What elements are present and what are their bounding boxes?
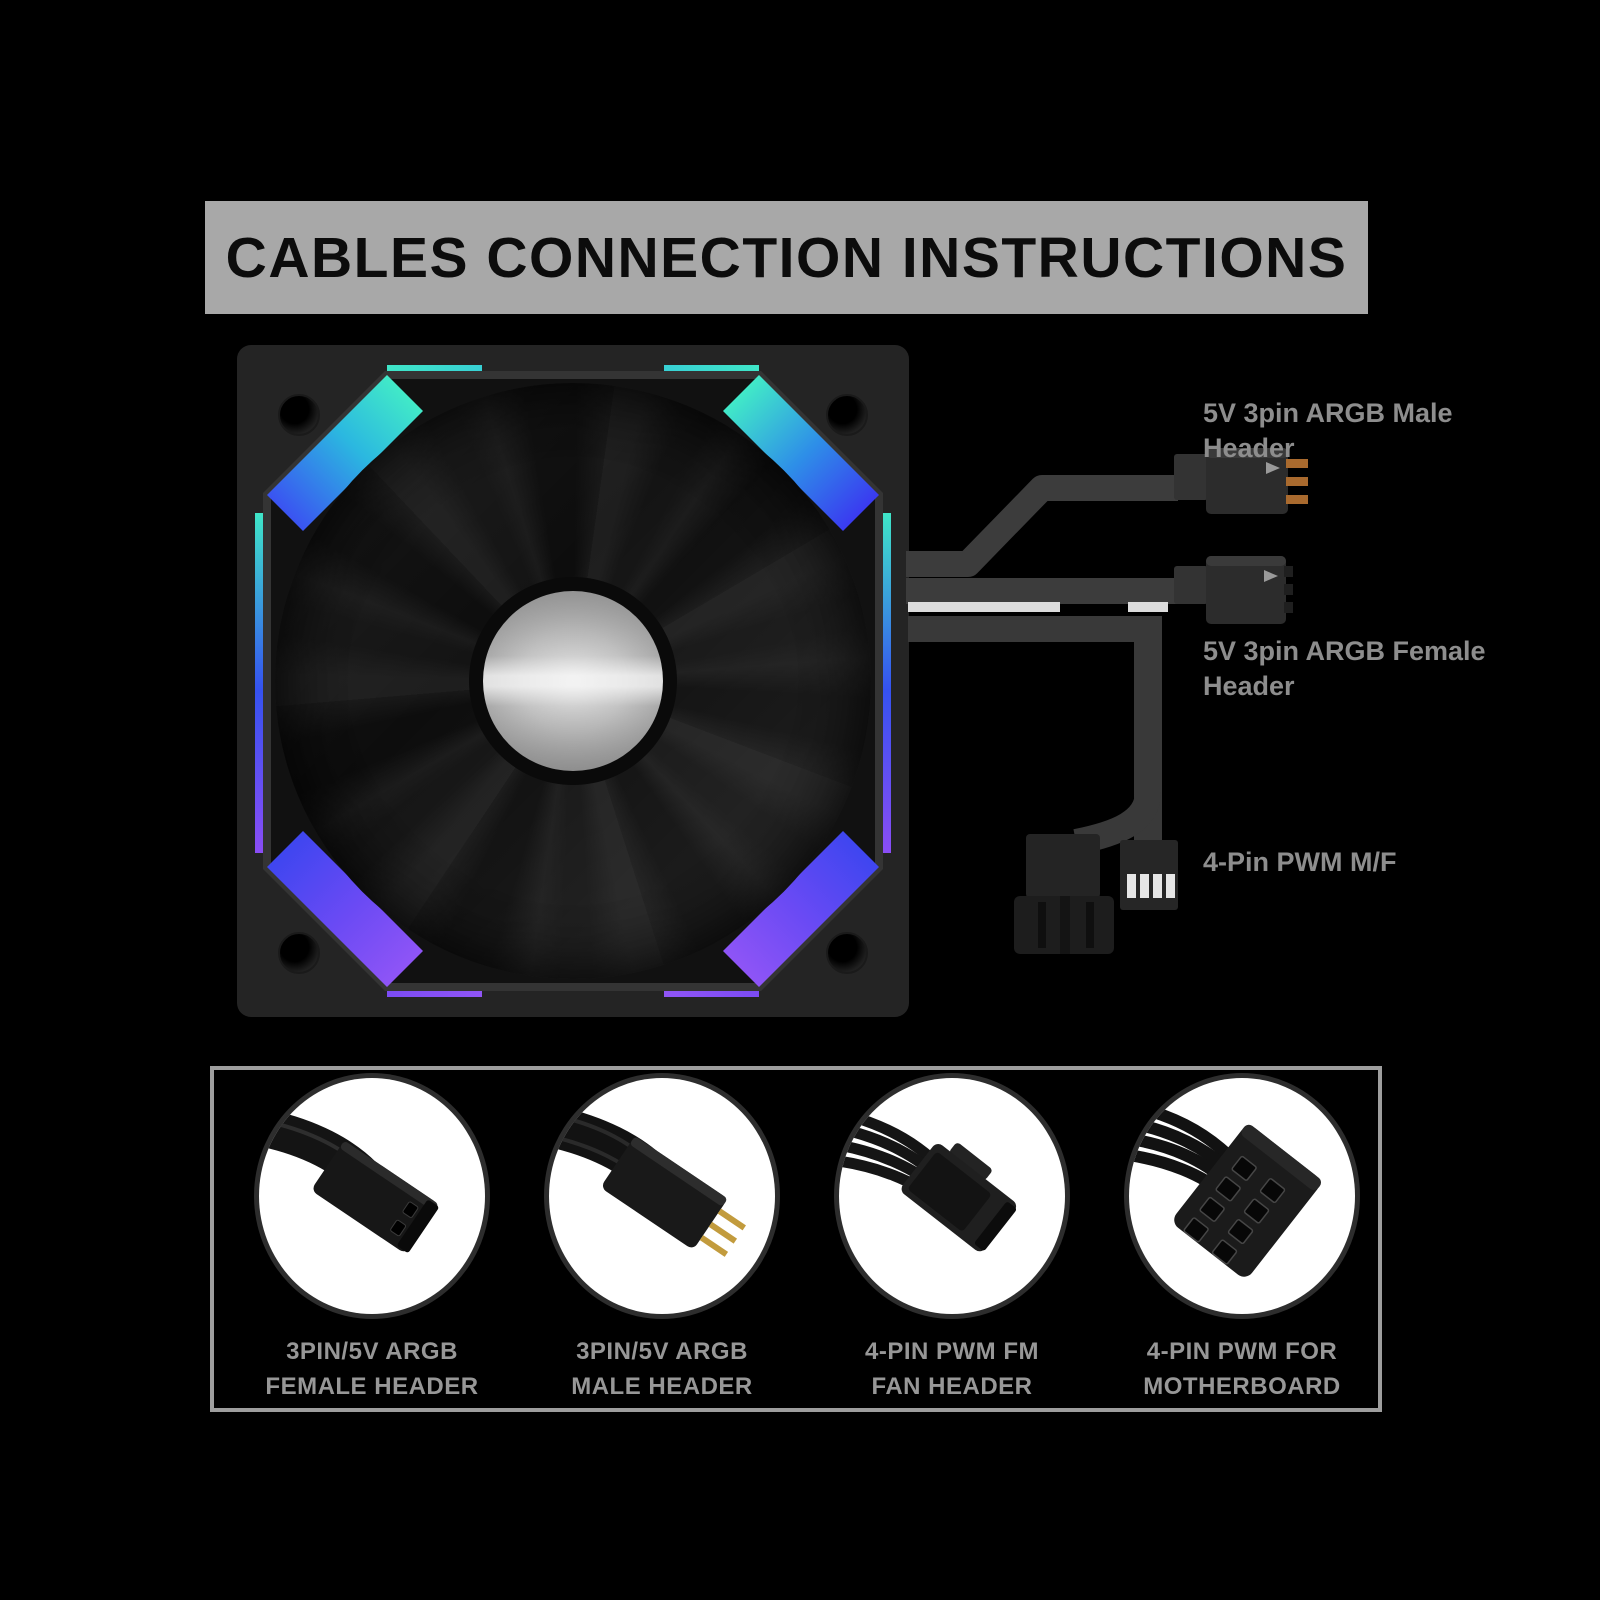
screw-hole-icon (278, 932, 320, 974)
legend-label-line: 4-PIN PWM FM (865, 1338, 1039, 1365)
fan-bottom-edge-rgb-strip (387, 991, 482, 997)
argb-male-connector-icon (549, 1105, 746, 1257)
label-line: 5V 3pin ARGB Male (1203, 398, 1453, 428)
page-title: CABLES CONNECTION INSTRUCTIONS (225, 225, 1348, 290)
argb-male-3pin-connector (1206, 448, 1308, 514)
legend-label-line: FEMALE HEADER (265, 1373, 479, 1400)
pwm-male-connector-icon (1129, 1100, 1321, 1277)
legend-label-pwm-male: 4-PIN PWM FOR MOTHERBOARD (1102, 1334, 1382, 1404)
screw-hole-icon (826, 394, 868, 436)
legend-label-argb-female: 3PIN/5V ARGB FEMALE HEADER (232, 1334, 512, 1404)
label-pwm-mf: 4-Pin PWM M/F (1203, 845, 1533, 880)
title-banner: CABLES CONNECTION INSTRUCTIONS (205, 201, 1368, 314)
label-argb-female-header: 5V 3pin ARGB Female Header (1203, 634, 1533, 704)
legend-label-line: 4-PIN PWM FOR (1146, 1338, 1338, 1365)
legend-label-argb-male: 3PIN/5V ARGB MALE HEADER (522, 1334, 802, 1404)
fan-hub (483, 591, 663, 771)
rgb-fan-image (237, 345, 909, 1017)
label-line: 5V 3pin ARGB Female (1203, 636, 1486, 666)
legend-label-line: 3PIN/5V ARGB (286, 1338, 458, 1365)
fan-top-edge-rgb-strip (387, 365, 482, 371)
argb-female-cable (906, 566, 1208, 612)
label-line: Header (1203, 433, 1295, 463)
legend-circle-argb-male (549, 1078, 775, 1314)
legend-circle-pwm-female (839, 1078, 1065, 1314)
fan-top-edge-rgb-strip (664, 365, 759, 371)
fan-right-edge-rgb-strip (883, 513, 891, 853)
pwm-cable (908, 616, 1162, 855)
argb-male-cable (906, 454, 1208, 577)
fan-left-edge-rgb-strip (255, 513, 263, 853)
legend-label-line: MALE HEADER (571, 1373, 753, 1400)
label-argb-male-header: 5V 3pin ARGB Male Header (1203, 396, 1533, 466)
argb-female-3pin-connector (1206, 556, 1293, 624)
legend-label-line: MOTHERBOARD (1143, 1373, 1341, 1400)
screw-hole-icon (278, 394, 320, 436)
fan-bottom-edge-rgb-strip (664, 991, 759, 997)
pwm-4pin-male-connector (1014, 834, 1114, 954)
screw-hole-icon (826, 932, 868, 974)
pwm-4pin-female-connector (1120, 840, 1178, 910)
legend-circle-pwm-male (1129, 1078, 1355, 1314)
argb-female-connector-icon (260, 1109, 439, 1253)
label-line: 4-Pin PWM M/F (1203, 847, 1397, 877)
pwm-female-connector-icon (839, 1108, 1017, 1252)
legend-circle-argb-female (259, 1078, 485, 1314)
label-line: Header (1203, 671, 1295, 701)
legend-label-line: FAN HEADER (871, 1373, 1033, 1400)
legend-label-pwm-female: 4-PIN PWM FM FAN HEADER (812, 1334, 1092, 1404)
legend-label-line: 3PIN/5V ARGB (576, 1338, 748, 1365)
